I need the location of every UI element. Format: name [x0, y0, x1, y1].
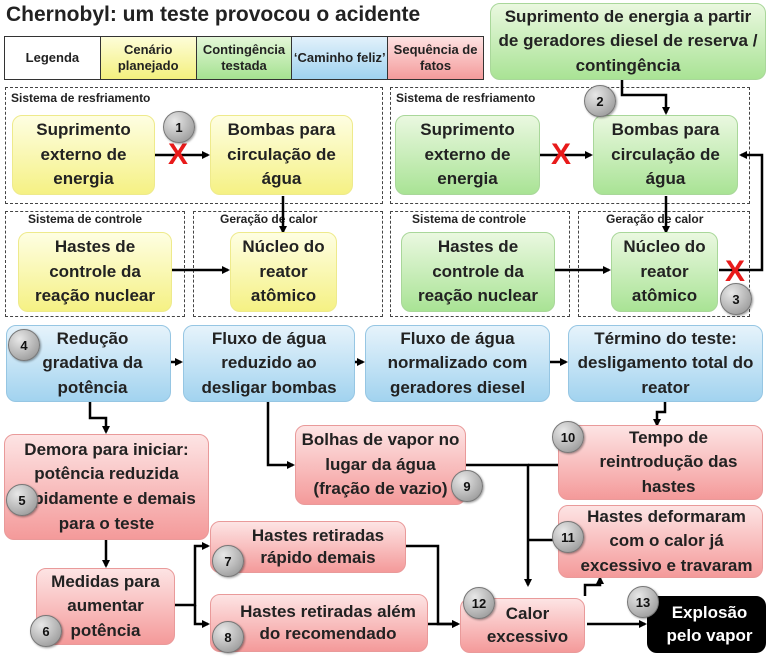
group-cooling-left-label: Sistema de resfriamento: [9, 91, 153, 105]
box-step10-reinsert-time: Tempo de reintrodução das hastes: [558, 425, 763, 500]
box-step9-bubbles: Bolhas de vapor no lugar da água (fração…: [295, 425, 466, 505]
legend-planned: Cenário planejado: [99, 37, 196, 79]
group-control-left: [5, 211, 185, 317]
arrow-end-to-10: [653, 402, 667, 427]
group-cooling-right-label: Sistema de resfriamento: [394, 91, 538, 105]
x-mark-core: X: [725, 255, 746, 288]
page-title: Chernobyl: um teste provocou o acidente: [6, 3, 421, 26]
box-step11-rods-deformed: Hastes deformaram com o calor já excessi…: [558, 505, 763, 578]
step-badge-3: 3: [720, 283, 752, 315]
group-heat-left: [193, 211, 383, 317]
group-heat-left-label: Geração de calor: [218, 212, 320, 226]
arrow-6-to-7: [175, 542, 210, 607]
box-step13-explosion: Explosão pelo vapor: [647, 596, 766, 653]
step-badge-2: 2: [584, 85, 616, 117]
group-control-left-label: Sistema de controle: [26, 212, 145, 226]
step-badge-7: 7: [212, 545, 244, 577]
group-control-right-label: Sistema de controle: [410, 212, 529, 226]
box-step6-increase-power: Medidas para aumentar potência: [36, 568, 175, 645]
box-end-of-test: Término do teste: desligamento total do …: [568, 325, 763, 402]
group-cooling-left: [5, 87, 383, 204]
box-step8-rods-beyond: Hastes retiradas além do recomendado: [210, 594, 428, 652]
arrow-12-to-11: [583, 576, 604, 596]
box-core-right: Núcleo do reator atômico: [611, 232, 718, 312]
box-core-left: Núcleo do reator atômico: [230, 232, 337, 312]
step-badge-6: 6: [30, 615, 62, 647]
group-control-right: [390, 211, 570, 317]
arrow-4-to-5: [88, 402, 110, 434]
group-cooling-right: [390, 87, 750, 204]
arrow-core-loop-right: [719, 151, 764, 272]
legend-label: Legenda: [5, 37, 100, 79]
legend: Legenda Cenário planejado Contingência t…: [4, 36, 484, 80]
step-badge-5: 5: [6, 484, 38, 516]
step-badge-1: 1: [163, 111, 195, 143]
step-badge-10: 10: [552, 421, 584, 453]
step-badge-11: 11: [552, 521, 584, 553]
box-external-supply-left: Suprimento externo de energia: [12, 115, 155, 195]
step-badge-12: 12: [463, 587, 495, 619]
step-badge-8: 8: [212, 621, 244, 653]
step-badge-9: 9: [451, 470, 483, 502]
box-external-supply-right: Suprimento externo de energia: [395, 115, 540, 195]
x-mark-left: X: [168, 138, 189, 171]
arrow-flow-reduced-to-bubbles: [266, 402, 295, 469]
box-flow-normalized: Fluxo de água normalizado com geradores …: [365, 325, 550, 402]
x-mark-right: X: [551, 138, 572, 171]
box-rods-left: Hastes de controle da reação nuclear: [18, 232, 172, 312]
box-flow-reduced: Fluxo de água reduzido ao desligar bomba…: [183, 325, 355, 402]
step-badge-4: 4: [8, 329, 40, 361]
step-badge-13: 13: [627, 586, 659, 618]
legend-sequence: Sequência de fatos: [387, 37, 483, 79]
legend-contingency: Contingência testada: [195, 37, 292, 79]
group-heat-right-label: Geração de calor: [604, 212, 706, 226]
legend-happy-path: ‘Caminho feliz’: [291, 37, 388, 79]
arrow-diesel-to-pumps-right: [620, 80, 670, 115]
box-diesel-supply: Suprimento de energia a partir de gerado…: [490, 3, 766, 80]
box-pumps-left: Bombas para circulação de água: [210, 115, 353, 195]
arrow-6-to-8: [193, 605, 210, 628]
group-heat-right: [578, 211, 750, 317]
box-step5-delay: Demora para iniciar: potência reduzida r…: [4, 434, 209, 540]
box-pumps-right: Bombas para circulação de água: [593, 115, 738, 195]
box-rods-right: Hastes de controle da reação nuclear: [401, 232, 555, 312]
